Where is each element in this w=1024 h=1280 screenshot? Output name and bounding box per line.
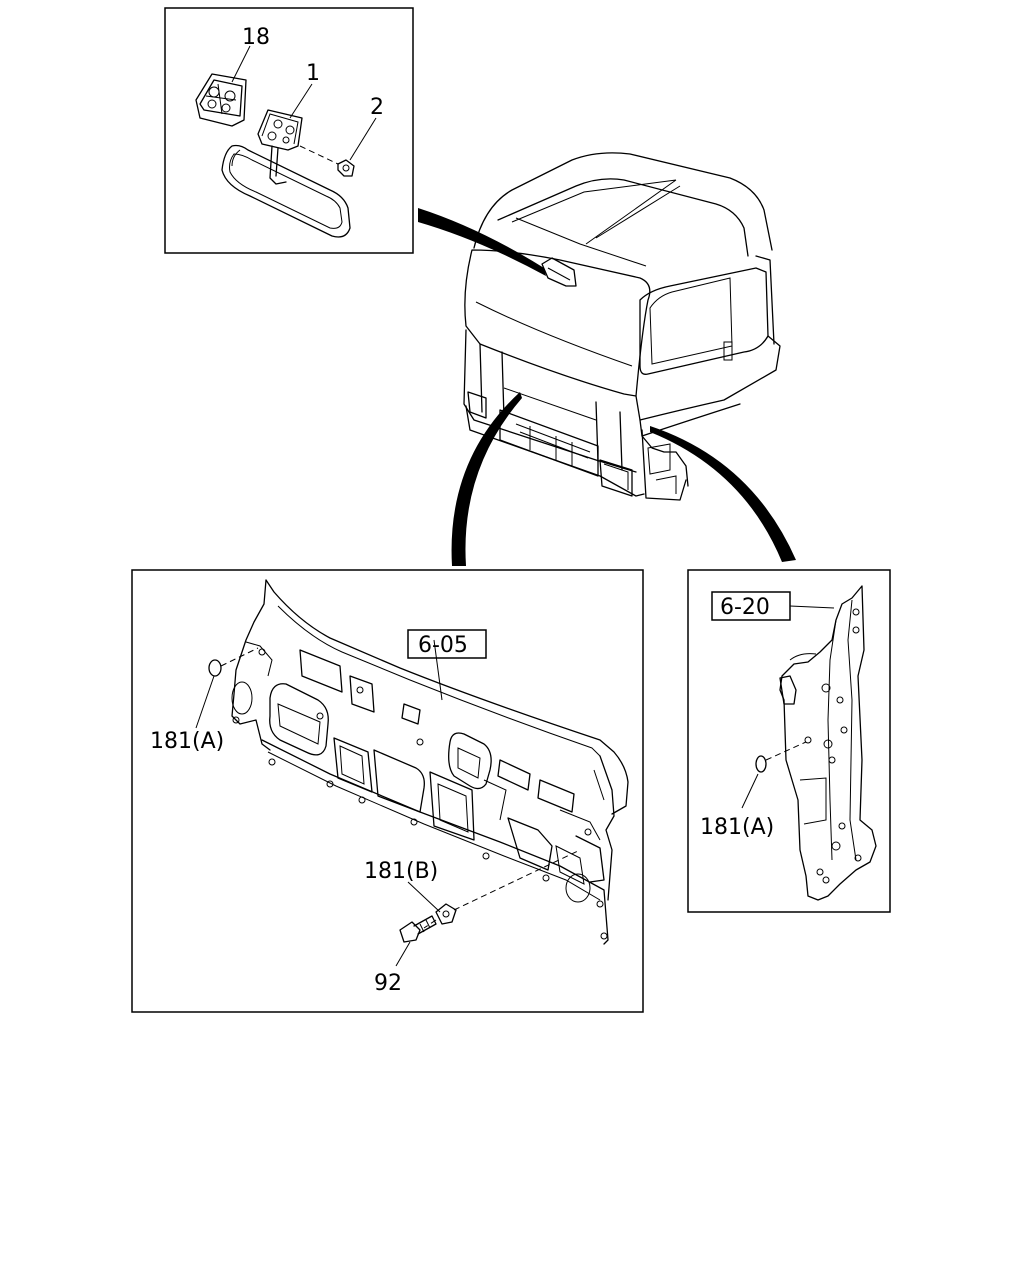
dash-plug-a-callout: 181(A) [150, 729, 224, 754]
pillar-pointer-arrow [650, 426, 796, 562]
pillar-plug-a-part [755, 755, 767, 773]
pillar-part [779, 585, 877, 901]
dash-plug-b-callout: 181(B) [364, 859, 438, 884]
dash-panel-part [231, 579, 629, 945]
dash-plug-b-part [435, 903, 457, 925]
truck-cab-illustration [463, 152, 781, 501]
dash-plug-a-leader [195, 675, 215, 729]
pillar-inset: 6-20 181(A) [687, 569, 891, 913]
dash-bolt-callout: 92 [374, 971, 402, 996]
dash-panel-ref-callout: 6-05 [418, 633, 468, 658]
mirror-bracket-leader [289, 83, 313, 119]
dash-panel-ref-box [407, 629, 487, 659]
pillar-ref-box [711, 591, 791, 621]
dash-bolt-part [399, 915, 437, 943]
mirror-bracket-part [257, 109, 303, 185]
dash-plug-b-leader [407, 881, 441, 913]
mirror-screw-part [299, 145, 355, 177]
pillar-plug-a-leader [741, 773, 759, 809]
mirror-pointer-arrow [418, 208, 546, 276]
mirror-pad-part [195, 73, 247, 127]
mirror-inset-frame [164, 7, 414, 254]
dash-plug-a-part [208, 659, 222, 677]
mirror-pad-leader [231, 45, 251, 83]
pillar-ref-callout: 6-20 [720, 595, 770, 620]
pillar-plug-a-callout: 181(A) [700, 815, 774, 840]
mirror-body-part [221, 144, 351, 238]
mirror-pad-callout: 18 [242, 25, 270, 50]
dash-panel-pointer-arrow [451, 392, 522, 566]
dash-panel-inset: 6-05 181(A) 181(B) 92 [131, 569, 644, 1013]
pillar-inset-frame [687, 569, 891, 913]
mirror-screw-callout: 2 [370, 95, 384, 120]
dash-panel-inset-frame [131, 569, 644, 1013]
mirror-inset: 18 1 2 [164, 7, 414, 254]
mirror-bracket-callout: 1 [306, 61, 320, 86]
dash-bolt-leader [395, 941, 411, 967]
pillar-ref-leader [789, 605, 835, 609]
dash-panel-ref-leader [433, 639, 443, 701]
mirror-screw-leader [349, 117, 377, 161]
